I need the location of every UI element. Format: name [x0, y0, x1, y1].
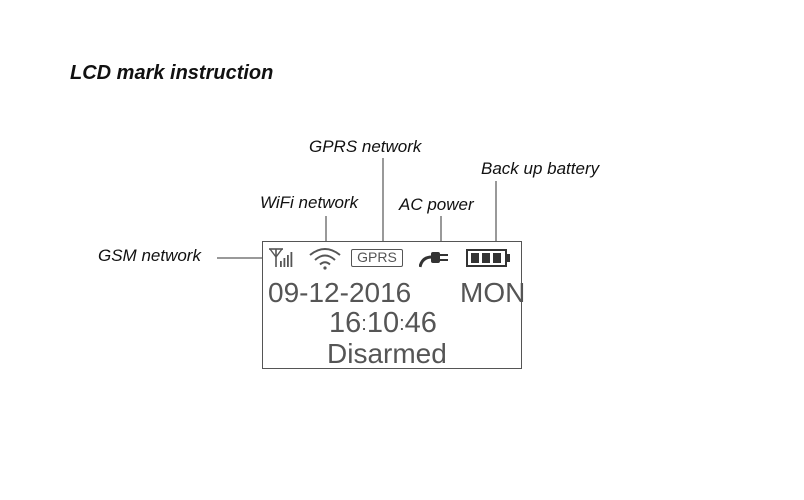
- page-title: LCD mark instruction: [70, 62, 274, 84]
- lcd-panel: GPRS 09-12-2016 MON 16:10:46 Disarmed: [262, 241, 526, 369]
- lcd-time-seconds: 46: [404, 307, 437, 339]
- callout-ac-power: AC power: [399, 195, 474, 214]
- lcd-day: MON: [460, 277, 526, 308]
- lcd-status: Disarmed: [327, 338, 447, 369]
- lcd-date: 09-12-2016: [268, 277, 412, 308]
- lcd-time-colon: :: [361, 313, 367, 335]
- battery-icon: [466, 249, 510, 267]
- callout-backup-battery: Back up battery: [481, 159, 600, 178]
- callout-gprs-network: GPRS network: [309, 137, 422, 156]
- ac-plug-icon: [419, 252, 448, 268]
- gprs-badge: GPRS: [351, 249, 403, 267]
- callout-wifi-network: WiFi network: [260, 193, 359, 212]
- lcd-time: 16:10:46: [329, 308, 437, 342]
- wifi-icon: [309, 248, 341, 270]
- lcd-time-colon: :: [399, 313, 405, 335]
- gsm-signal-icon: [269, 248, 293, 267]
- callout-gsm-network: GSM network: [98, 246, 201, 265]
- lcd-time-hours: 16: [329, 307, 362, 339]
- lcd-time-minutes: 10: [366, 307, 400, 339]
